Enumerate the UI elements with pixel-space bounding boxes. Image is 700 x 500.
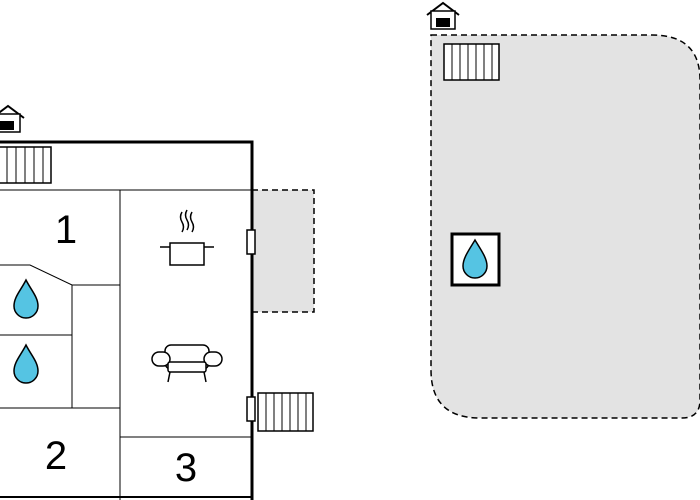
door-icon	[246, 229, 256, 255]
garden-area	[430, 34, 700, 419]
door-icon	[246, 396, 256, 422]
garden-stairs-icon	[443, 43, 500, 81]
room-number-3: 3	[175, 446, 197, 490]
kitchen-pot-icon	[160, 209, 214, 266]
house-entrance-icon	[0, 104, 25, 133]
room-number-1: 1	[55, 208, 77, 252]
sofa-icon	[151, 344, 223, 383]
terrace-stairs-icon	[257, 392, 314, 432]
room-number-2: 2	[45, 434, 67, 478]
terrace-area	[251, 189, 315, 313]
bathroom-drop-icon	[13, 278, 39, 319]
bathroom-drop-icon	[13, 343, 39, 384]
house-walls	[0, 140, 254, 500]
pool-icon	[450, 232, 501, 287]
bathroom-block	[0, 264, 120, 408]
house-stairs-icon	[0, 146, 52, 184]
garden-entrance-icon	[426, 1, 460, 30]
